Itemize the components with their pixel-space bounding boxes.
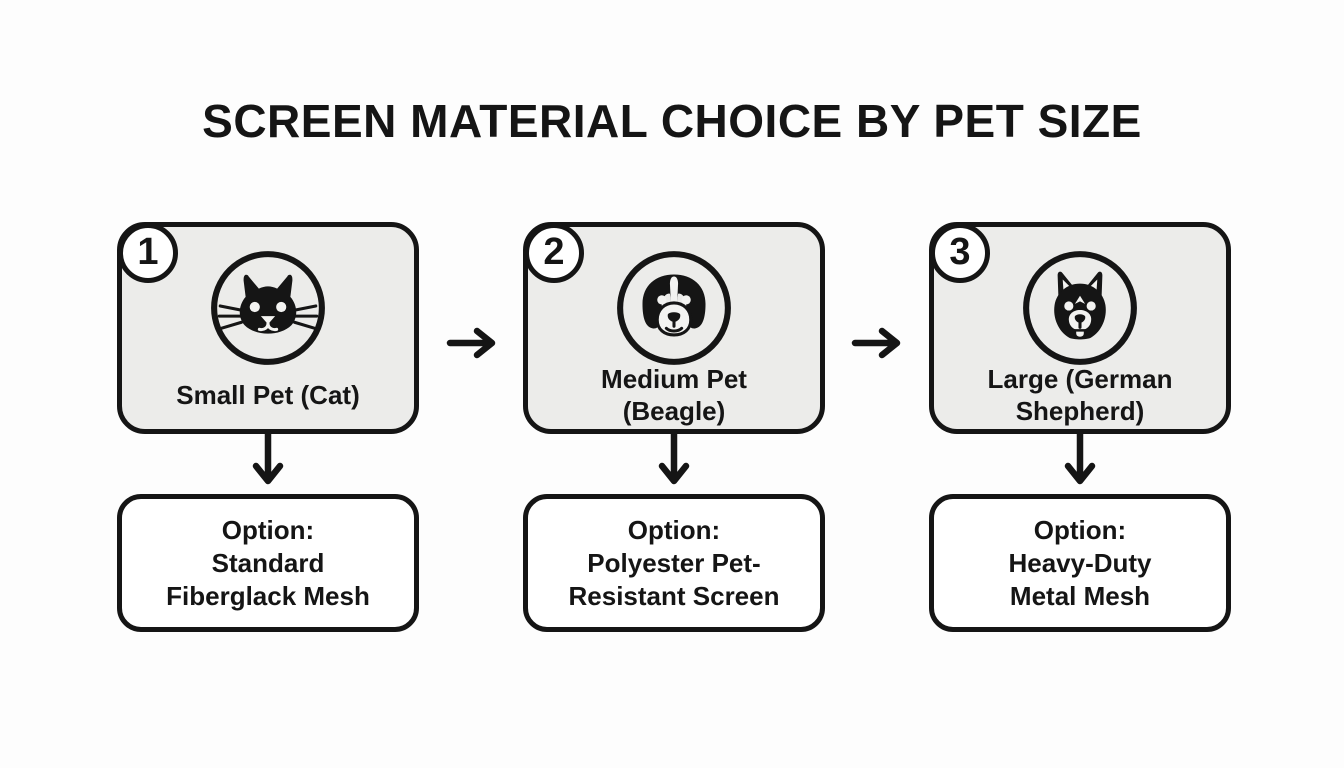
arrow-down-icon bbox=[1063, 431, 1097, 493]
arrow-right-icon bbox=[851, 326, 909, 360]
pet-box-small: 1 Small Pet (Cat) bbox=[117, 222, 419, 434]
german-shepherd-icon bbox=[1019, 247, 1141, 369]
option-box-standard-fiberglass: Option: Standard Fiberglack Mesh bbox=[117, 494, 419, 632]
page-title: SCREEN MATERIAL CHOICE BY PET SIZE bbox=[202, 95, 1142, 147]
pet-label: Small Pet (Cat) bbox=[176, 380, 360, 410]
pet-box-medium: 2 Medium Pet (Beagle) bbox=[523, 222, 825, 434]
pet-label: Large (German Shepherd) bbox=[987, 364, 1173, 426]
arrow-down-icon bbox=[657, 431, 691, 493]
arrow-down-icon bbox=[251, 431, 285, 493]
step-number-badge: 2 bbox=[524, 223, 584, 283]
option-box-heavy-duty-metal: Option: Heavy-Duty Metal Mesh bbox=[929, 494, 1231, 632]
pet-label: Medium Pet (Beagle) bbox=[601, 364, 747, 426]
step-number-badge: 3 bbox=[930, 223, 990, 283]
pet-box-large: 3 Large (German Shepherd) bbox=[929, 222, 1231, 434]
beagle-icon bbox=[613, 247, 735, 369]
step-number-badge: 1 bbox=[118, 223, 178, 283]
cat-icon bbox=[207, 247, 329, 369]
arrow-right-icon bbox=[446, 326, 504, 360]
option-box-polyester-pet-resistant: Option: Polyester Pet- Resistant Screen bbox=[523, 494, 825, 632]
